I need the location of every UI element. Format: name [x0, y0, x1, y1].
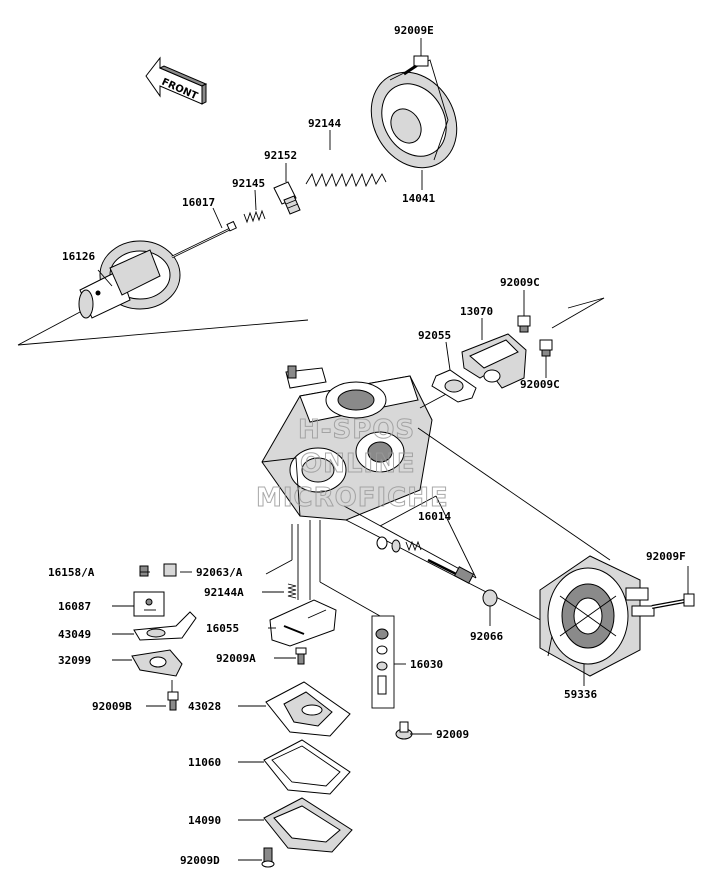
- label-92144A: 92144A: [204, 586, 244, 599]
- label-92009B: 92009B: [92, 700, 132, 713]
- part-16126-piston: [78, 240, 181, 319]
- watermark-line-1: H-SPOS: [298, 415, 415, 445]
- part-11060-gasket: [263, 739, 351, 795]
- watermark: H-SPOS ONLINE MICROFICHE: [256, 415, 449, 514]
- label-16158A: 16158/A: [48, 566, 95, 579]
- part-16030-valve-assembly: [371, 615, 406, 709]
- part-labels: 92009E 92144 92152 92145 16017 16126 140…: [48, 24, 686, 867]
- part-92055-gasket: [431, 369, 477, 403]
- front-arrow-icon: FRONT: [145, 56, 208, 105]
- label-92009C-top: 92009C: [500, 276, 540, 289]
- label-92009F: 92009F: [646, 550, 686, 563]
- label-92055: 92055: [418, 329, 451, 342]
- part-92009A-screw: [295, 647, 307, 665]
- part-92009C-screw-top: [517, 290, 531, 333]
- label-13070: 13070: [460, 305, 493, 318]
- part-92009-screw: [395, 721, 413, 740]
- watermark-line-2: ONLINE: [300, 449, 416, 479]
- part-32099-plate: [131, 649, 183, 677]
- part-92009E-screw: [403, 38, 429, 76]
- leader-lines: [97, 130, 585, 861]
- label-92009D: 92009D: [180, 854, 220, 867]
- label-11060: 11060: [188, 756, 221, 769]
- part-16087-group: [133, 591, 165, 617]
- part-92152-fitting: [273, 181, 301, 215]
- part-92009B-screw: [167, 680, 179, 711]
- label-43028: 43028: [188, 700, 221, 713]
- part-92063A-plug: [163, 563, 177, 577]
- part-16158A-jet: [139, 565, 149, 577]
- part-carburetor-body: [261, 365, 433, 521]
- part-16014-jet-assembly: [343, 495, 477, 584]
- part-92144A-spring: [287, 583, 297, 599]
- guide-lines-upper: [17, 297, 605, 346]
- label-43049: 43049: [58, 628, 91, 641]
- label-92066: 92066: [470, 630, 503, 643]
- label-16087: 16087: [58, 600, 91, 613]
- part-43028-gasket: [265, 681, 351, 737]
- label-32099: 32099: [58, 654, 91, 667]
- part-16055-group: [269, 599, 337, 647]
- label-16126: 16126: [62, 250, 95, 263]
- guide-lines-lower: [265, 520, 381, 617]
- watermark-line-3: MICROFICHE: [256, 483, 449, 513]
- part-92066-plug: [482, 589, 498, 607]
- label-92144: 92144: [308, 117, 341, 130]
- label-92009: 92009: [436, 728, 469, 741]
- part-92144-spring: [305, 172, 387, 188]
- label-92009A: 92009A: [216, 652, 256, 665]
- part-14090-cover: [263, 797, 353, 853]
- label-92009C-bottom: 92009C: [520, 378, 560, 391]
- label-14041: 14041: [402, 192, 435, 205]
- label-92009E: 92009E: [394, 24, 434, 37]
- label-16014: 16014: [418, 510, 451, 523]
- label-92152: 92152: [264, 149, 297, 162]
- label-92063A: 92063/A: [196, 566, 243, 579]
- part-13070-holder: [461, 333, 527, 389]
- label-59336: 59336: [564, 688, 597, 701]
- part-43049-gasket: [133, 611, 197, 641]
- label-16055: 16055: [206, 622, 239, 635]
- label-14090: 14090: [188, 814, 221, 827]
- part-92009F-bolt: [651, 566, 695, 609]
- part-92009D-screw: [261, 847, 275, 868]
- part-16017-needle: [171, 220, 237, 259]
- part-14041-cover: [370, 59, 458, 169]
- label-16017: 16017: [182, 196, 215, 209]
- label-16030: 16030: [410, 658, 443, 671]
- label-92145: 92145: [232, 177, 265, 190]
- part-59336-fuel-pump: [539, 555, 655, 677]
- part-92145-spring: [243, 209, 266, 224]
- part-92009C-screw-bottom: [539, 339, 553, 378]
